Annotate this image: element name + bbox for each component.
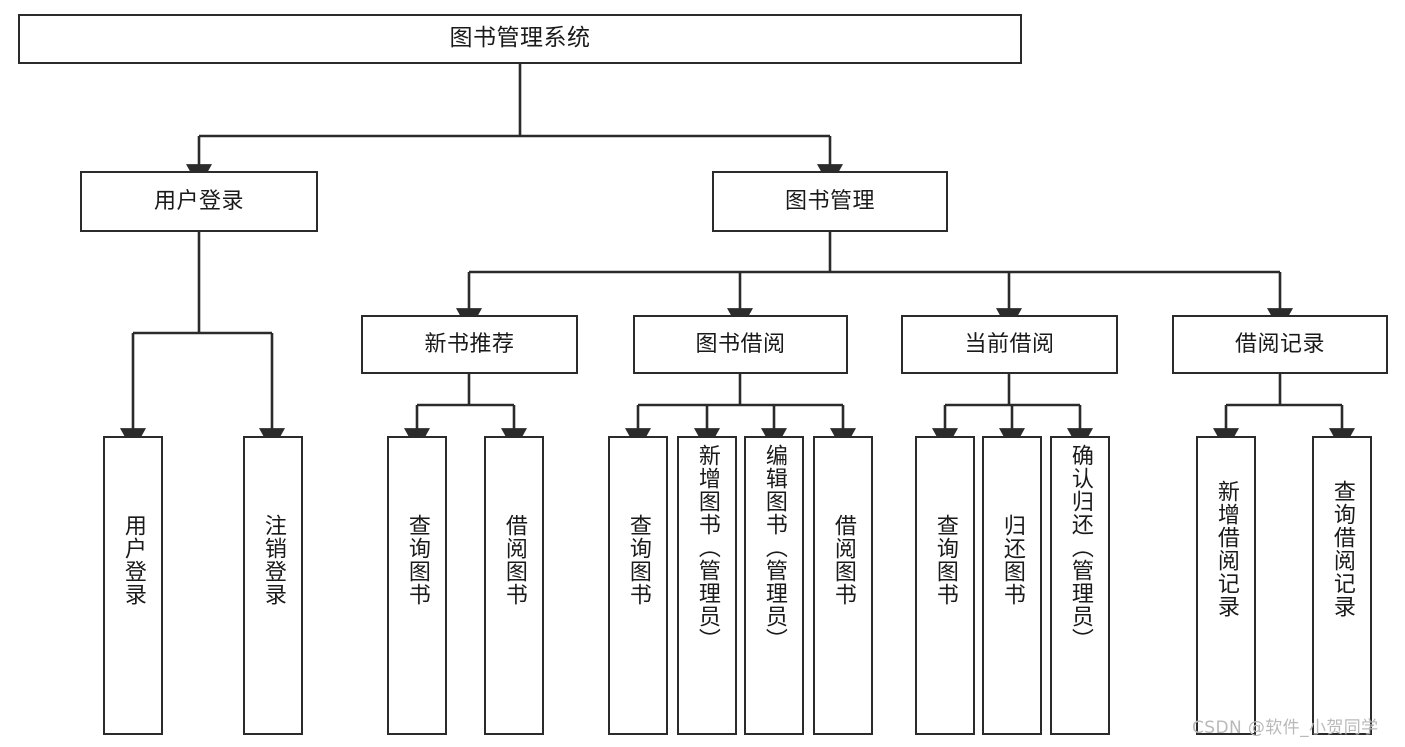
leaf-confirm-return[interactable]: 确认归还（管理员） [1050, 436, 1110, 735]
leaf-add-book[interactable]: 新增图书（管理员） [677, 436, 737, 735]
leaf-borrow-book-1-label: 借阅图书 [501, 514, 527, 606]
leaf-return-book-label: 归还图书 [999, 514, 1025, 606]
leaf-logout-login-label: 注销登录 [260, 514, 286, 606]
leaf-borrow-book-2[interactable]: 借阅图书 [813, 436, 873, 735]
leaf-user-login-label: 用户登录 [120, 514, 146, 606]
node-borrow-record-label: 借阅记录 [1234, 331, 1325, 357]
node-root-system[interactable]: 图书管理系统 [18, 14, 1022, 64]
leaf-query-record[interactable]: 查询借阅记录 [1312, 436, 1372, 735]
node-current-borrow-label: 当前借阅 [964, 331, 1055, 357]
leaf-edit-book[interactable]: 编辑图书（管理员） [744, 436, 804, 735]
leaf-edit-book-label: 编辑图书（管理员） [761, 444, 787, 651]
node-book-borrow[interactable]: 图书借阅 [633, 315, 848, 374]
node-root-system-label: 图书管理系统 [449, 25, 591, 52]
leaf-query-book-3-label: 查询图书 [932, 514, 958, 606]
leaf-query-book-2[interactable]: 查询图书 [608, 436, 668, 735]
leaf-add-record-label: 新增借阅记录 [1213, 480, 1239, 618]
node-user-login[interactable]: 用户登录 [80, 171, 318, 232]
node-new-book-recommend-label: 新书推荐 [424, 331, 515, 357]
leaf-query-book-1[interactable]: 查询图书 [387, 436, 447, 735]
node-user-login-label: 用户登录 [153, 188, 244, 214]
leaf-query-record-label: 查询借阅记录 [1329, 480, 1355, 618]
node-new-book-recommend[interactable]: 新书推荐 [361, 315, 578, 374]
node-current-borrow[interactable]: 当前借阅 [901, 315, 1118, 374]
leaf-confirm-return-label: 确认归还（管理员） [1067, 444, 1093, 651]
leaf-borrow-book-1[interactable]: 借阅图书 [484, 436, 544, 735]
node-book-manage[interactable]: 图书管理 [712, 171, 948, 232]
leaf-borrow-book-2-label: 借阅图书 [830, 514, 856, 606]
node-borrow-record[interactable]: 借阅记录 [1172, 315, 1388, 374]
leaf-user-login[interactable]: 用户登录 [103, 436, 163, 735]
csdn-watermark: CSDN @软件_小贺同学 [1192, 718, 1379, 738]
leaf-query-book-1-label: 查询图书 [404, 514, 430, 606]
leaf-add-record[interactable]: 新增借阅记录 [1196, 436, 1256, 735]
leaf-add-book-label: 新增图书（管理员） [694, 444, 720, 651]
node-book-borrow-label: 图书借阅 [695, 331, 786, 357]
node-book-manage-label: 图书管理 [784, 188, 875, 214]
leaf-query-book-3[interactable]: 查询图书 [915, 436, 975, 735]
leaf-query-book-2-label: 查询图书 [625, 514, 651, 606]
leaf-return-book[interactable]: 归还图书 [982, 436, 1042, 735]
leaf-logout-login[interactable]: 注销登录 [243, 436, 303, 735]
